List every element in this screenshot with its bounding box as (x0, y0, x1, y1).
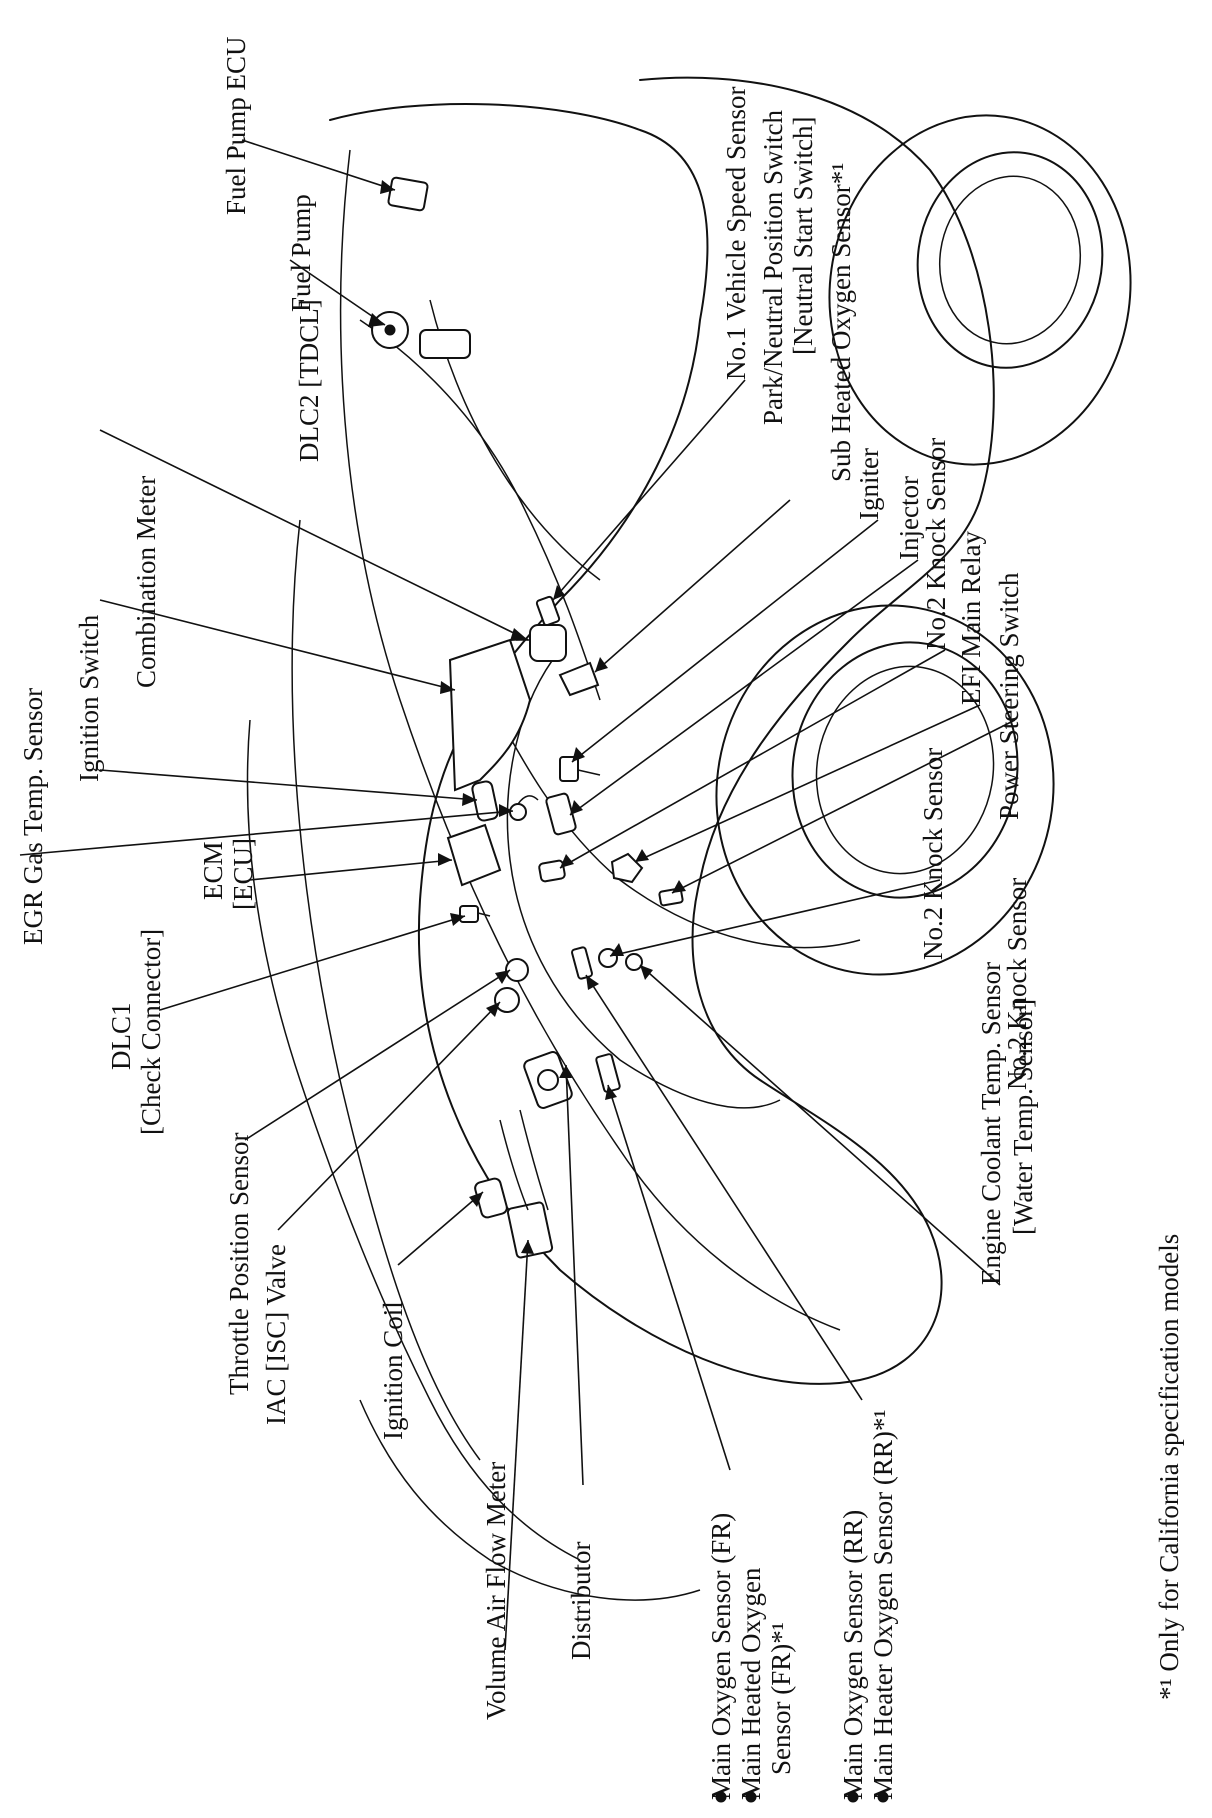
no2-knock-sensor-top-part (538, 859, 566, 883)
label-combination-meter: Combination Meter (131, 476, 161, 688)
label-fuel-pump-ecu: Fuel Pump ECU (221, 36, 251, 215)
car-drawing (246, 76, 1132, 1601)
air-flow-meter-part (499, 1109, 554, 1259)
fuel-line (359, 319, 601, 701)
label-main-oxygen-rr-line2: Main Heater Oxygen Sensor (RR)*¹ (868, 1409, 898, 1800)
bullet (847, 1791, 859, 1803)
label-main-oxygen-fr-line3: Sensor (FR)*¹ (766, 1622, 796, 1775)
bullet (745, 1791, 757, 1803)
car-front-bumper (359, 1399, 701, 1601)
distributor-part (523, 1051, 573, 1109)
egr-temp-sensor-part (509, 795, 539, 821)
label-fuel-pump: Fuel Pump (286, 194, 316, 312)
leader-lines (19, 139, 1016, 1651)
combination-meter-part (448, 638, 532, 792)
label-park-neutral-line2: [Neutral Start Switch] (788, 117, 818, 355)
ecm-part (446, 823, 502, 887)
label-efi-main-relay: EFI Main Relay (956, 531, 986, 705)
label-no2-knock-top: No.2 Knock Sensor (921, 438, 951, 650)
fuel-pump-part (371, 311, 471, 359)
label-main-oxygen-fr-line2: Main Heated Oxygen (736, 1567, 766, 1800)
label-dlc1-line1: DLC1 (106, 1003, 136, 1071)
label-egr-gas-temp: EGR Gas Temp. Sensor (18, 688, 48, 945)
vehicle-speed-sensor-part (535, 595, 561, 627)
bullet (715, 1791, 727, 1803)
label-no2-knock-low: No.2 Knock Sensor (1002, 878, 1032, 1090)
car-side-line (246, 719, 581, 1561)
label-dlc2: DLC2 [TDCL] (294, 299, 324, 462)
car-hood-line (291, 519, 481, 1461)
label-throttle-position: Throttle Position Sensor (224, 1132, 254, 1395)
dlc1-part (459, 905, 491, 923)
iac-valve-part (494, 987, 520, 1013)
coolant-temp-sensor-part (625, 953, 643, 971)
label-ecm-line1: ECM (198, 841, 228, 900)
label-injector: Injector (894, 476, 924, 560)
label-main-oxygen-rr-line1: Main Oxygen Sensor (RR) (838, 1510, 868, 1800)
main-oxygen-rr-part (571, 946, 593, 980)
efi-main-relay-part (610, 852, 644, 884)
bullet-markers (715, 1791, 889, 1803)
main-oxygen-fr-part (595, 1053, 621, 1093)
engine-bay-outline (506, 649, 781, 1109)
label-volume-air-flow: Volume Air Flow Meter (481, 1462, 511, 1720)
ignition-switch-part (471, 780, 499, 822)
label-footnote: *¹ Only for California specification mod… (1154, 1234, 1184, 1700)
label-distributor: Distributor (566, 1541, 596, 1660)
car-body-outline (329, 76, 995, 1385)
rear-wheel (828, 114, 1132, 466)
label-ignition-coil: Ignition Coil (378, 1301, 408, 1440)
throttle-position-sensor-part (505, 958, 529, 982)
label-power-steering-switch: Power Steering Switch (994, 572, 1024, 820)
label-main-oxygen-fr-line1: Main Oxygen Sensor (FR) (706, 1513, 736, 1800)
label-park-neutral-line1: Park/Neutral Position Switch (758, 110, 788, 425)
label-iac-valve: IAC [ISC] Valve (261, 1244, 291, 1425)
bullet (877, 1791, 889, 1803)
label-vehicle-speed-sensor: No.1 Vehicle Speed Sensor (721, 87, 751, 380)
labels: Fuel Pump ECU Fuel Pump No.1 Vehicle Spe… (18, 36, 1184, 1800)
car-roof-line (339, 149, 841, 1331)
label-ecm-line2: [ECU] (228, 838, 258, 910)
label-dlc1-line2: [Check Connector] (136, 929, 166, 1135)
label-engine-coolant-line1: Engine Coolant Temp. Sensor (976, 962, 1006, 1285)
fuel-pump-ecu-part (387, 176, 429, 212)
sub-oxygen-sensor-part (558, 661, 600, 697)
label-ignition-switch: Ignition Switch (74, 614, 104, 782)
label-no2-knock-mid: No.2 Knock Sensor (918, 748, 948, 960)
label-sub-heated-oxygen: Sub Heated Oxygen Sensor*¹ (826, 163, 856, 482)
label-engine-coolant-line2: [Water Temp. Sensor] (1008, 999, 1038, 1235)
front-wheel (715, 604, 1055, 976)
power-steering-switch-part (658, 887, 684, 907)
label-igniter: Igniter (854, 448, 884, 520)
igniter-part (559, 756, 601, 782)
